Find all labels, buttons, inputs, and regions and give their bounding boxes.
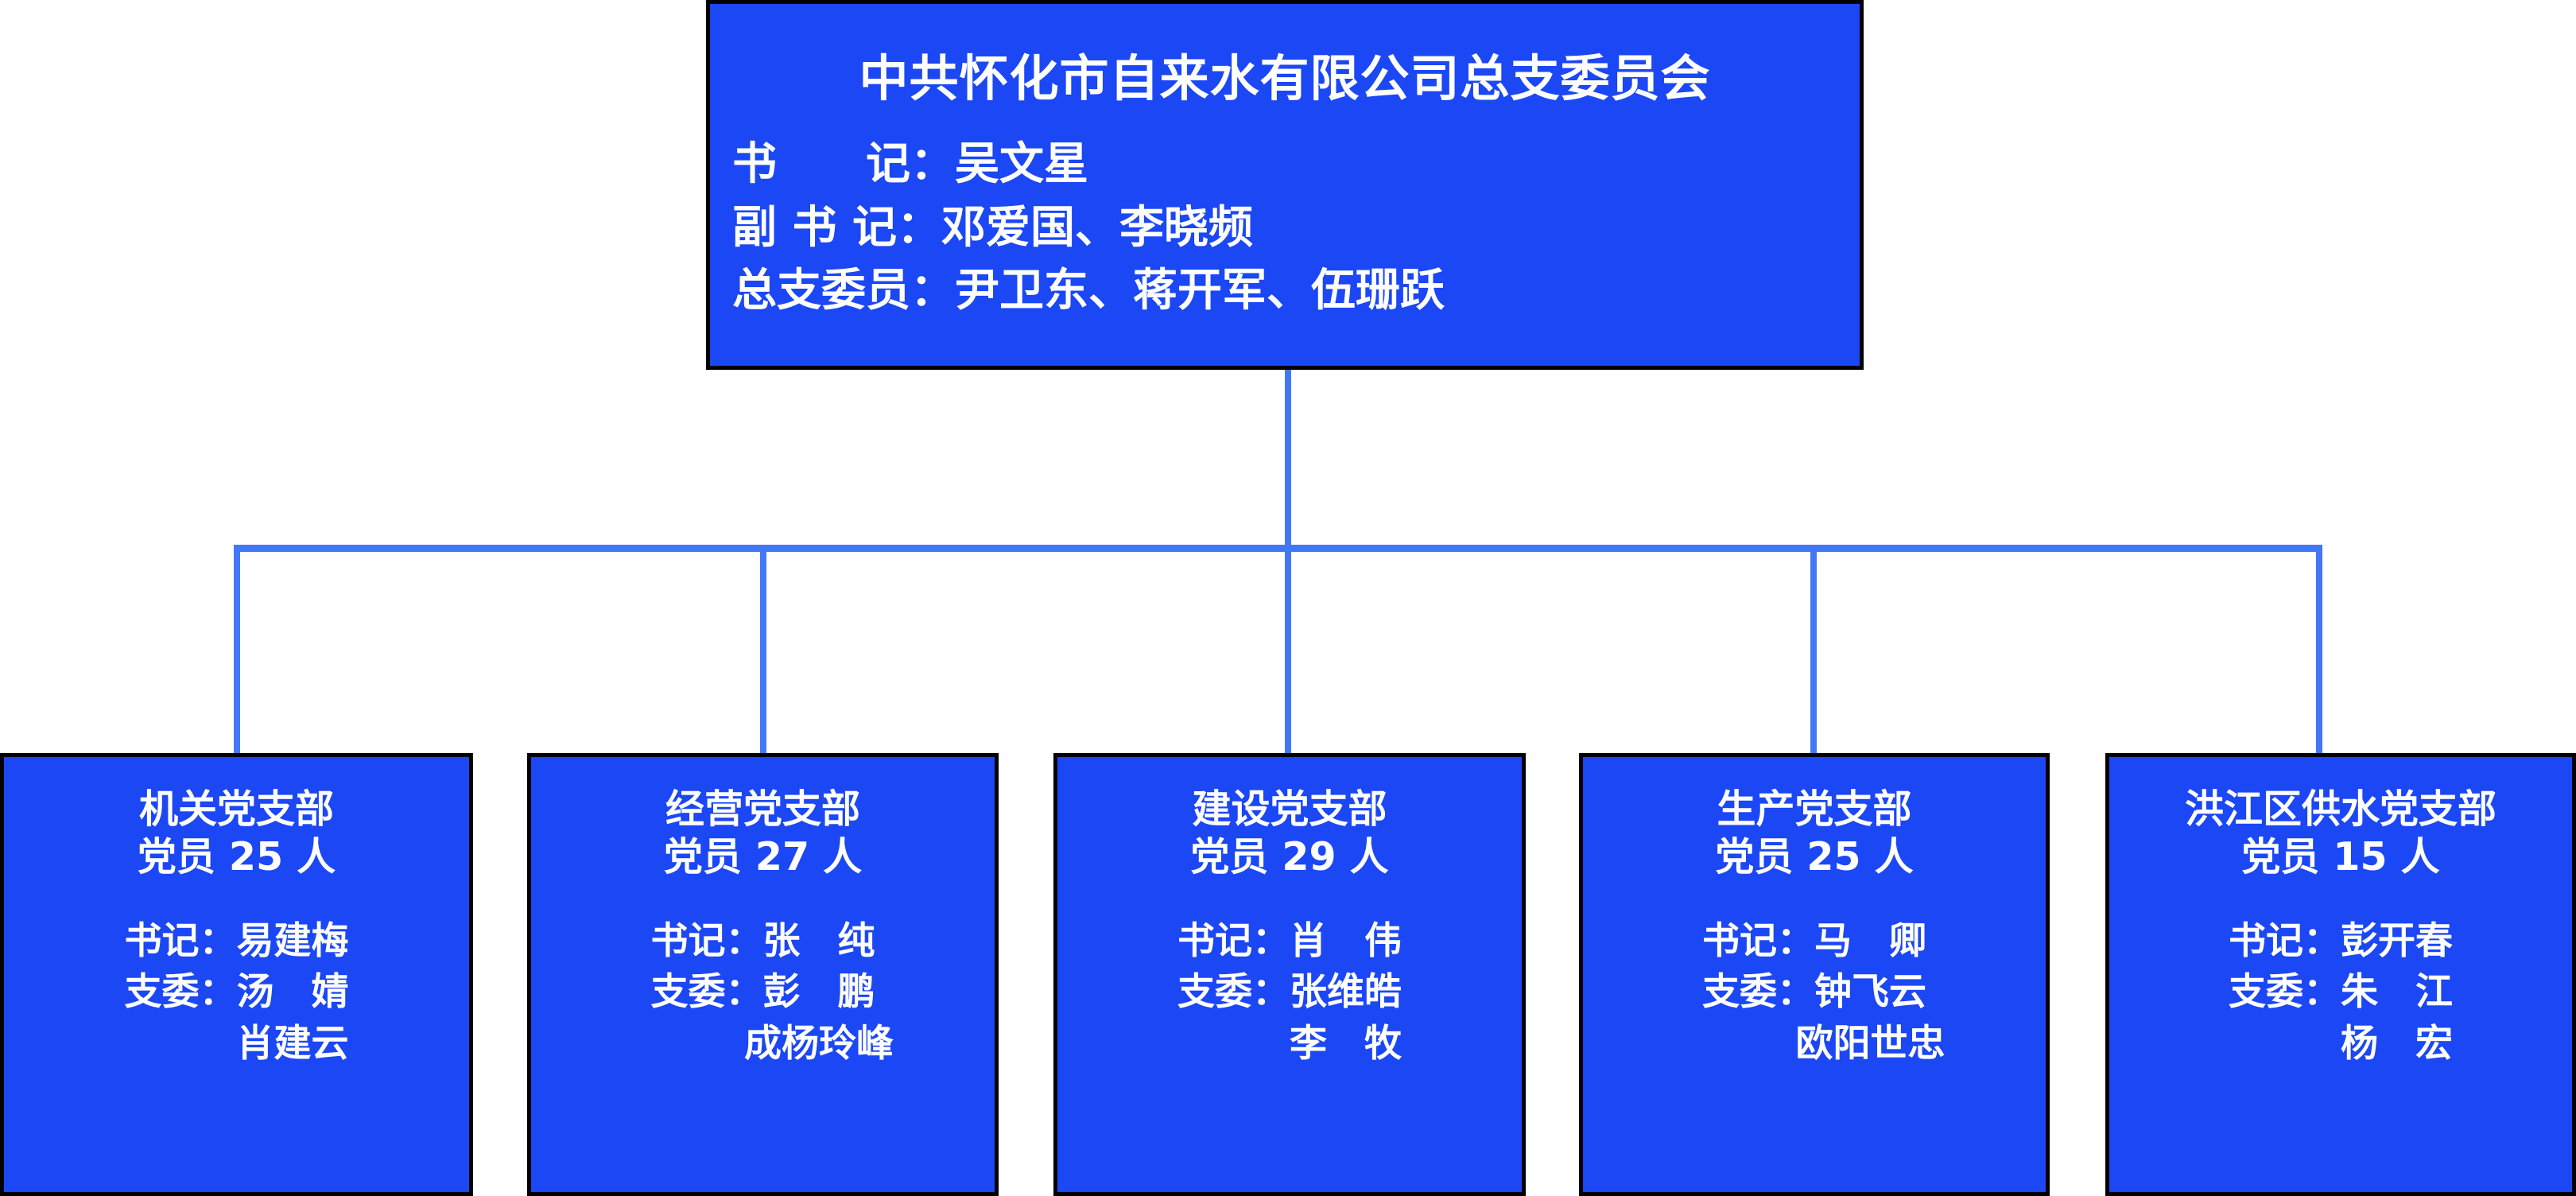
org-branch-secretary-4: 书记：马 卿 — [1702, 918, 1926, 963]
org-branch-name-5: 洪江区供水党支部 — [2184, 786, 2496, 832]
connector-drop-branch-3 — [1285, 545, 1291, 753]
org-branch-name-4: 生产党支部 — [1717, 786, 1912, 832]
org-branch-name-1: 机关党支部 — [138, 786, 334, 832]
connector-drop-branch-5 — [2316, 545, 2322, 753]
org-branch-detail-list-5: 书记：彭开春 支委：朱 江 杨 宏 — [2109, 916, 2572, 1071]
org-branch-node-1[interactable]: 机关党支部 党员 25 人 书记：易建梅 支委：汤 婧 肖建云 — [0, 753, 473, 1196]
org-branch-committee-2a: 支委：彭 鹏 — [650, 970, 875, 1015]
org-branch-committee-1a: 支委：汤 婧 — [124, 970, 349, 1015]
org-branch-node-4[interactable]: 生产党支部 党员 25 人 书记：马 卿 支委：钟飞云 欧阳世忠 — [1579, 753, 2050, 1196]
connector-drop-branch-2 — [760, 545, 766, 753]
org-root-detail-list: 书 记：吴文星 副 书 记：邓爱国、李晓频 总支委员：尹卫东、蒋开军、伍珊跃 — [710, 133, 1860, 323]
org-branch-committee-4a: 支委：钟飞云 — [1702, 970, 1926, 1015]
org-branch-secretary-3: 书记：肖 伟 — [1177, 918, 1402, 963]
org-branch-detail-list-1: 书记：易建梅 支委：汤 婧 肖建云 — [4, 916, 469, 1071]
org-branch-node-3[interactable]: 建设党支部 党员 29 人 书记：肖 伟 支委：张维皓 李 牧 — [1053, 753, 1526, 1196]
org-branch-count-3: 党员 29 人 — [1190, 833, 1389, 880]
org-root-detail-secretary: 书 记：吴文星 — [732, 138, 1088, 191]
org-branch-committee-5a: 支委：朱 江 — [2229, 970, 2453, 1015]
connector-horizontal-bus — [234, 545, 2322, 552]
org-branch-detail-list-3: 书记：肖 伟 支委：张维皓 李 牧 — [1057, 916, 1522, 1071]
org-root-node[interactable]: 中共怀化市自来水有限公司总支委员会 书 记：吴文星 副 书 记：邓爱国、李晓频 … — [706, 0, 1864, 370]
org-branch-committee-3a: 支委：张维皓 — [1177, 970, 1402, 1015]
org-branch-count-5: 党员 15 人 — [2241, 833, 2440, 880]
org-branch-node-2[interactable]: 经营党支部 党员 27 人 书记：张 纯 支委：彭 鹏 成杨玲峰 — [527, 753, 999, 1196]
org-branch-count-2: 党员 27 人 — [663, 833, 863, 880]
org-branch-committee-3b: 李 牧 — [1177, 1022, 1402, 1066]
connector-drop-branch-4 — [1810, 545, 1817, 753]
org-branch-secretary-1: 书记：易建梅 — [124, 918, 349, 963]
org-branch-node-5[interactable]: 洪江区供水党支部 党员 15 人 书记：彭开春 支委：朱 江 杨 宏 — [2105, 753, 2576, 1196]
org-branch-committee-5b: 杨 宏 — [2229, 1022, 2453, 1066]
org-branch-detail-list-4: 书记：马 卿 支委：钟飞云 欧阳世忠 — [1583, 916, 2046, 1071]
org-root-detail-committee-members: 总支委员：尹卫东、蒋开军、伍珊跃 — [732, 265, 1445, 317]
org-branch-committee-4b: 欧阳世忠 — [1683, 1022, 1946, 1066]
org-branch-name-3: 建设党支部 — [1192, 786, 1387, 832]
org-branch-count-1: 党员 25 人 — [137, 833, 336, 880]
connector-trunk-vertical — [1285, 370, 1291, 549]
org-root-title: 中共怀化市自来水有限公司总支委员会 — [859, 49, 1711, 107]
org-root-detail-deputy-secretary: 副 书 记：邓爱国、李晓频 — [732, 201, 1253, 254]
org-branch-secretary-5: 书记：彭开春 — [2229, 918, 2453, 963]
org-branch-secretary-2: 书记：张 纯 — [650, 918, 875, 963]
org-branch-count-4: 党员 25 人 — [1715, 833, 1914, 880]
connector-drop-branch-1 — [234, 545, 240, 753]
org-branch-committee-2b: 成杨玲峰 — [632, 1022, 894, 1066]
org-branch-detail-list-2: 书记：张 纯 支委：彭 鹏 成杨玲峰 — [531, 916, 995, 1071]
org-branch-name-2: 经营党支部 — [665, 786, 860, 832]
org-branch-committee-1b: 肖建云 — [124, 1022, 349, 1066]
